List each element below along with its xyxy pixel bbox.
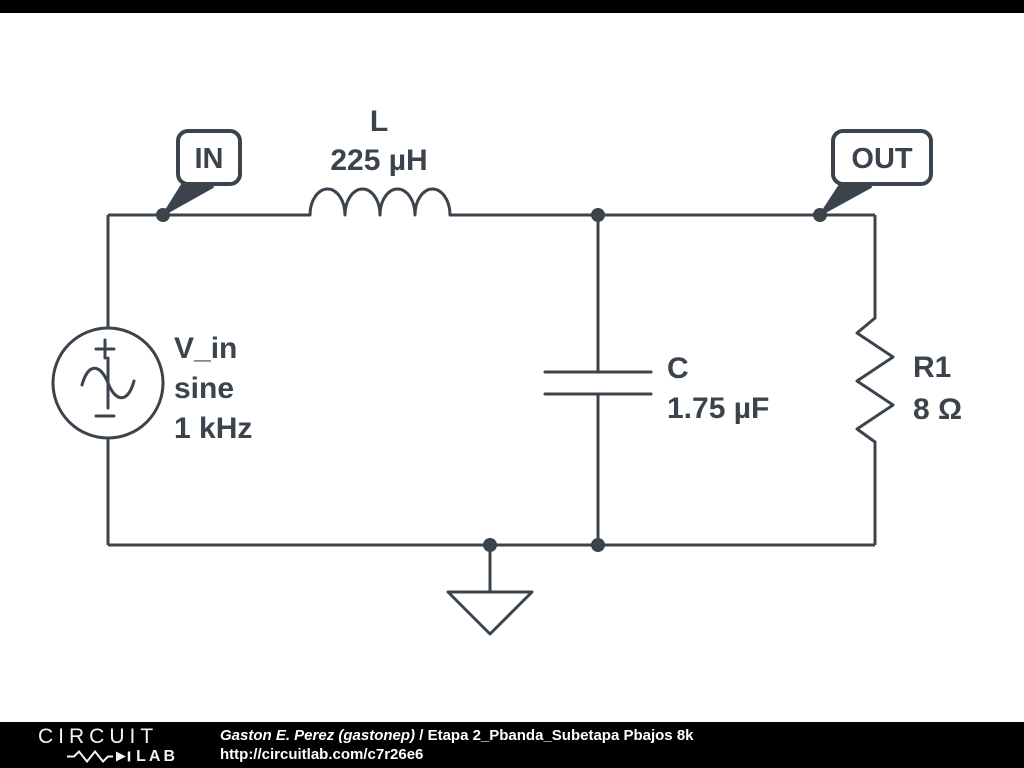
resistor[interactable] [855, 316, 895, 444]
source-name-label: V_in [174, 332, 237, 365]
circuitlab-logo: CIRCUIT LAB [38, 726, 178, 765]
node-dot-ground [483, 538, 497, 552]
inductor-name-label: L [370, 105, 388, 138]
footer-project-title: Etapa 2_Pbanda_Subetapa Pbajos 8k [427, 726, 694, 744]
flag-in-tail [162, 182, 214, 216]
node-dot-cap-bottom [591, 538, 605, 552]
node-dot-cap-top [591, 208, 605, 222]
footer-meta: Gaston E. Perez (gastonep) / Etapa 2_Pba… [220, 726, 694, 765]
footer-separator: / [415, 726, 428, 744]
footer-bar: CIRCUIT LAB Gaston E. Perez (gastonep) /… [0, 722, 1024, 768]
circuit-canvas: L 225 µH V_in sine 1 kHz C 1.75 µF R1 8 … [51, 105, 962, 636]
flag-in-label: IN [195, 143, 224, 175]
inductor-coil[interactable] [308, 187, 452, 217]
resistor-value-label: 8 Ω [913, 393, 962, 426]
capacitor-name-label: C [667, 352, 689, 385]
inductor-value-label: 225 µH [330, 144, 427, 177]
resistor-name-label: R1 [913, 351, 951, 384]
source-waveform-label: sine [174, 372, 234, 405]
flag-in[interactable]: IN [162, 129, 242, 216]
flag-out-tail [819, 182, 872, 216]
sine-wave-icon [80, 366, 136, 400]
flag-out[interactable]: OUT [819, 129, 933, 216]
footer-title-line: Gaston E. Perez (gastonep) / Etapa 2_Pba… [220, 726, 694, 746]
capacitor-value-label: 1.75 µF [667, 392, 769, 425]
voltage-source[interactable] [51, 326, 165, 440]
logo-circuit-text: CIRCUIT [38, 724, 159, 748]
logo-lab-text: LAB [136, 747, 178, 765]
ground-triangle[interactable] [446, 590, 534, 636]
resistor-glyph-icon [67, 750, 131, 763]
plus-sign-icon [94, 338, 116, 360]
resistor-zigzag[interactable] [855, 316, 895, 444]
flag-out-box[interactable] [831, 129, 933, 186]
capacitor[interactable] [543, 370, 653, 396]
top-border-bar [0, 0, 1024, 13]
flag-in-box[interactable] [176, 129, 242, 186]
inductor[interactable] [308, 187, 452, 217]
footer-author: Gaston E. Perez (gastonep) [220, 726, 416, 744]
footer-url-link[interactable]: http://circuitlab.com/c7r26e6 [220, 746, 424, 763]
flag-out-label: OUT [851, 143, 913, 175]
source-frequency-label: 1 kHz [174, 412, 252, 445]
ground-symbol[interactable] [446, 545, 534, 636]
